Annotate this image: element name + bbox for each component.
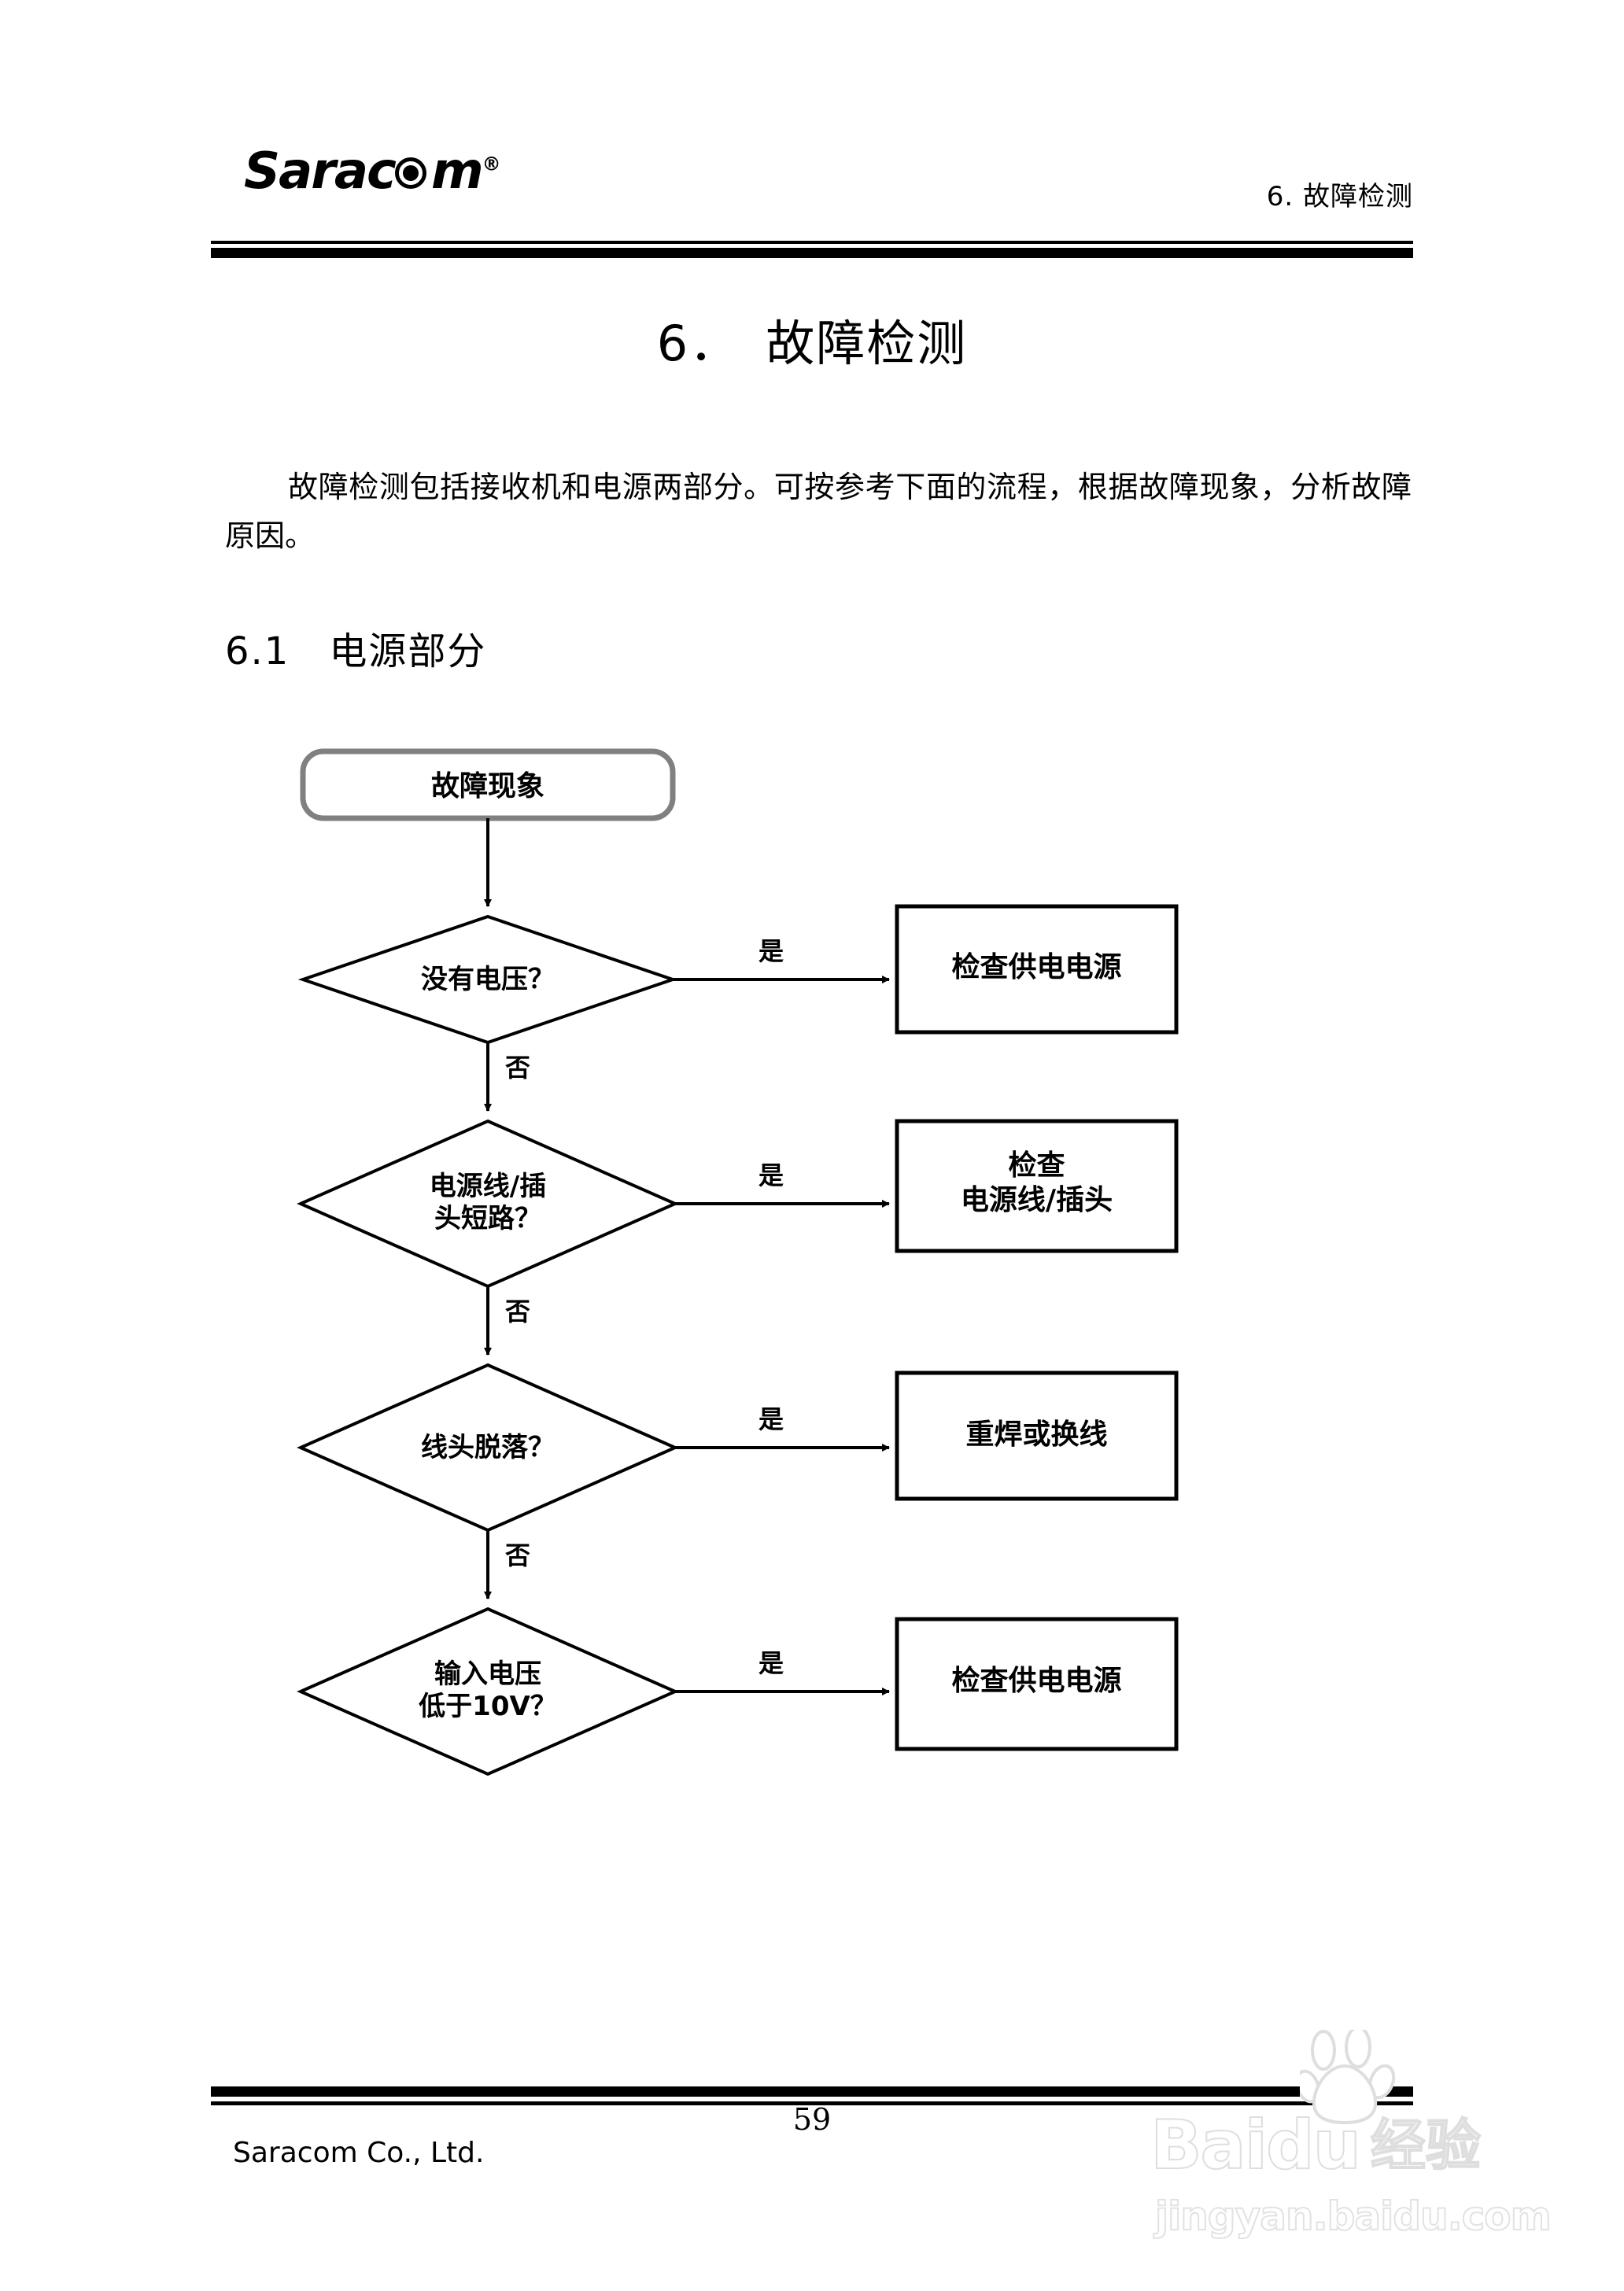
flow-decision-shape-2 — [297, 1119, 679, 1289]
flow-action-shape-4 — [895, 1617, 1179, 1751]
footer-divider — [211, 2086, 1413, 2105]
flow-start-shape — [300, 748, 676, 821]
intro-paragraph: 故障检测包括接收机和电源两部分。可按参考下面的流程，根据故障现象，分析故障原因。 — [225, 470, 1412, 553]
page-title: 6． 故障检测 — [656, 315, 968, 372]
logo-text-after: m — [430, 142, 484, 201]
flow-action-shape-2 — [895, 1119, 1179, 1253]
registered-trademark-icon: ® — [482, 153, 501, 175]
flow-decision-shape-3 — [297, 1363, 679, 1533]
power-troubleshooting-flowchart: 故障现象 没有电压？ 是 检查供电电源 否 电源线/插 头短路？ 是 检查 电源… — [260, 740, 1204, 1810]
header-divider-thin-line — [211, 241, 1413, 244]
header-divider-thick-line — [211, 248, 1413, 258]
flowchart-shapes — [297, 748, 1179, 1776]
footer-divider-thin-line — [211, 2101, 1413, 2105]
flow-action-shape-1 — [895, 904, 1179, 1035]
header-divider — [211, 241, 1413, 258]
footer-company: Saracom Co., Ltd. — [233, 2137, 485, 2169]
logo-ring-icon — [393, 155, 434, 196]
flow-decision-shape-1 — [297, 914, 678, 1045]
watermark-url: jingyan.baidu.com — [1154, 2193, 1552, 2240]
logo-text-before: Sarac — [244, 142, 397, 201]
flow-action-shape-3 — [895, 1371, 1179, 1501]
header-chapter-title: 6. 故障检测 — [1266, 181, 1413, 212]
flow-decision-shape-4 — [297, 1607, 679, 1776]
page-number: 59 — [792, 2102, 832, 2137]
footer-divider-thick-line — [211, 2086, 1413, 2097]
section-heading: 6.1 电源部分 — [225, 629, 487, 673]
baidu-jingyan-watermark: Bai du 经验 jingyan.baidu.com — [1150, 2030, 1559, 2266]
